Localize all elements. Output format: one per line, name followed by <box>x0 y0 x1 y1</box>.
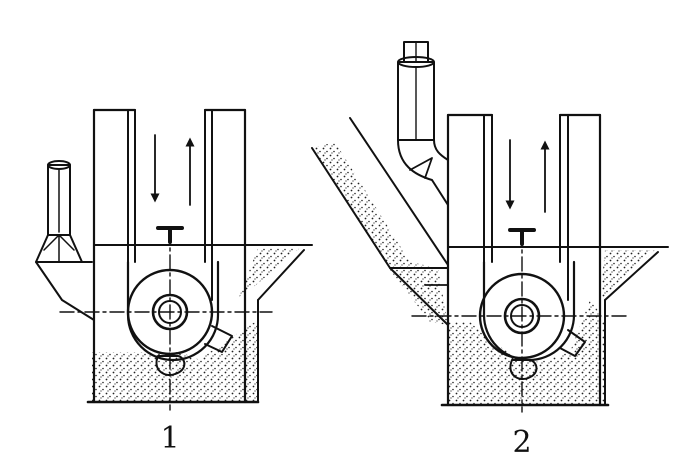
elevator-casing-2 <box>424 113 669 407</box>
material-slope-1 <box>238 248 300 300</box>
panel-1 <box>35 108 313 411</box>
pulley-1 <box>59 229 273 411</box>
pulley-2 <box>411 231 629 413</box>
feed-tube-2 <box>397 41 449 206</box>
panel-2 <box>311 41 669 413</box>
elevator-casing-1 <box>86 108 313 404</box>
bucket-right-1 <box>204 325 233 353</box>
bucket-bottom-1 <box>155 355 186 376</box>
material-slope-2 <box>600 250 655 300</box>
tension-bolt-1 <box>156 226 184 244</box>
material-fill-2 <box>448 300 605 405</box>
bucket-right-2 <box>559 329 586 357</box>
elevator-belt-1 <box>126 260 220 362</box>
feed-tube-1 <box>35 160 95 321</box>
inclined-chute-2 <box>311 117 449 326</box>
bucket-bottom-2 <box>509 359 538 380</box>
panel-label-2: 2 <box>512 425 531 460</box>
tension-bolt-2 <box>508 228 536 246</box>
chute-material-2 <box>312 142 448 325</box>
panel-label-1: 1 <box>160 421 179 456</box>
